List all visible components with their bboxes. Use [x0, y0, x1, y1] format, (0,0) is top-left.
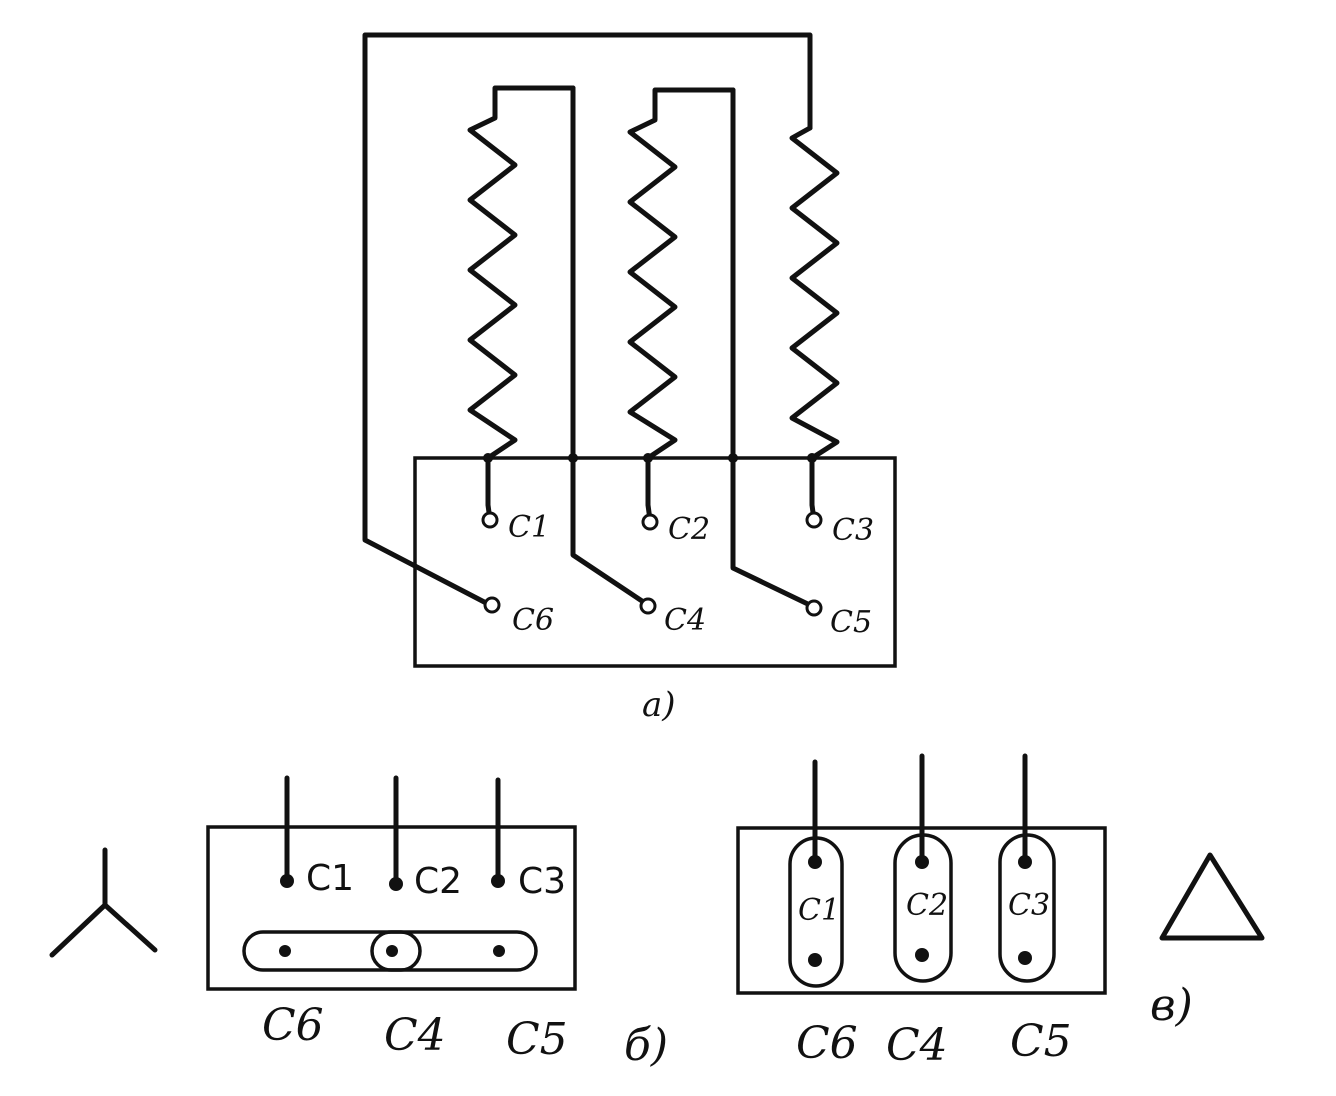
label-c6-a: C6 — [512, 603, 554, 638]
link-coil-1-to-c4 — [570, 85, 651, 608]
terminal-c5-a — [805, 599, 823, 617]
junction-dot — [728, 453, 738, 463]
winding-coil-1 — [467, 85, 576, 523]
label-c5-a: C5 — [830, 605, 872, 640]
junction-dot — [568, 453, 578, 463]
terminal-c5-c — [1018, 951, 1032, 965]
terminal-box-a — [413, 456, 897, 668]
delta-link-c2-c4 — [893, 833, 953, 983]
terminal-c3-c — [1018, 855, 1032, 869]
label-c4-b: C4 — [384, 1010, 446, 1061]
label-c2-a: C2 — [668, 512, 710, 547]
delta-link-c1-c6 — [788, 836, 844, 988]
label-c4-c: C4 — [886, 1020, 948, 1071]
delta-link-c3-c5 — [998, 833, 1056, 983]
terminal-c1-c — [808, 855, 822, 869]
terminal-c6-b — [279, 945, 291, 957]
star-link-c4-c5 — [370, 930, 538, 972]
terminal-c4-b — [386, 945, 398, 957]
label-c3-c: C3 — [1008, 888, 1050, 923]
label-c2-c: C2 — [906, 888, 948, 923]
return-wire-coil-3 — [362, 32, 813, 608]
label-c3-b: C3 — [518, 861, 566, 902]
winding-coil-2 — [627, 87, 736, 523]
terminal-c2-b — [389, 877, 403, 891]
label-c3-a: C3 — [832, 513, 874, 548]
figure-a: C1 C2 C3 C6 C4 C5 a) — [362, 32, 897, 725]
terminal-c3-a — [805, 511, 823, 529]
terminal-c5-b — [493, 945, 505, 957]
terminal-c6-a — [483, 596, 501, 614]
link-coil-2-to-c5 — [730, 87, 817, 610]
junction-dot — [807, 453, 817, 463]
star-icon — [49, 847, 158, 958]
figure-c: C1 C2 C3 C6 C4 C5 в) — [736, 753, 1265, 1071]
terminal-c6-c — [808, 953, 822, 967]
label-c5-c: C5 — [1010, 1016, 1072, 1067]
junction-dot — [483, 453, 493, 463]
junction-dot — [643, 453, 653, 463]
terminal-c2-a — [641, 513, 659, 531]
star-link-c6-c4 — [242, 930, 422, 972]
label-c6-c: C6 — [796, 1018, 858, 1069]
label-c1-a: C1 — [508, 510, 550, 545]
label-c1-c: C1 — [798, 893, 840, 928]
caption-b: б) — [624, 1020, 668, 1071]
caption-c: в) — [1150, 980, 1193, 1031]
figure-b: C1 C2 C3 C6 C4 C5 б) — [49, 775, 668, 1071]
terminal-c4-c — [915, 948, 929, 962]
label-c5-b: C5 — [506, 1014, 568, 1065]
label-c6-b: C6 — [262, 1000, 324, 1051]
terminal-c3-b — [491, 874, 505, 888]
terminal-c1-b — [280, 874, 294, 888]
label-c4-a: C4 — [664, 603, 706, 638]
caption-a: a) — [642, 685, 676, 725]
terminal-c2-c — [915, 855, 929, 869]
terminal-c4-a — [639, 597, 657, 615]
delta-icon — [1159, 852, 1265, 941]
label-c2-b: C2 — [414, 861, 462, 902]
label-c1-b: C1 — [306, 858, 354, 899]
terminal-box-b — [206, 825, 577, 991]
terminal-c1-a — [481, 511, 499, 529]
